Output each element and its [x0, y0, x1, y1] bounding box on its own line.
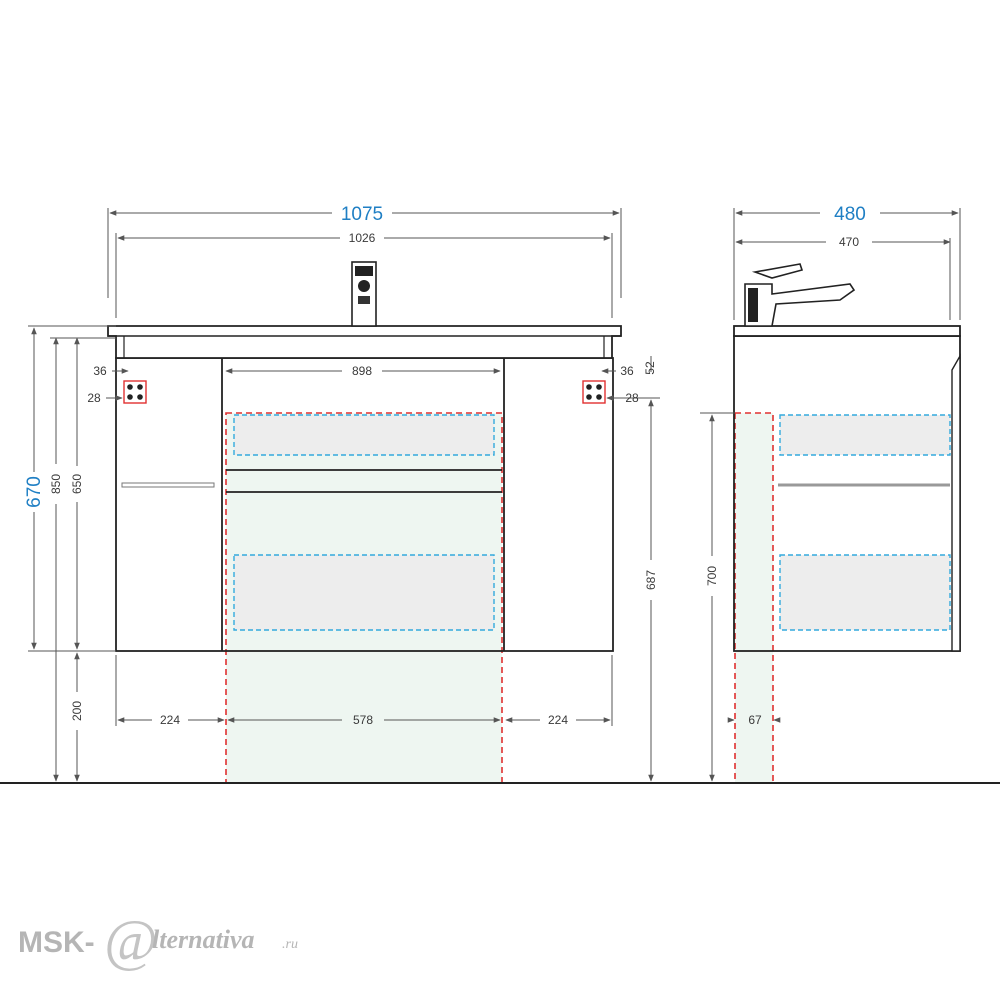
sink-countertop-front — [107, 325, 622, 359]
label-bottom-right: 224 — [548, 713, 568, 727]
label-height-850: 850 — [49, 474, 63, 494]
countertop-side — [733, 325, 961, 337]
faucet-front-icon — [351, 261, 377, 327]
label-top-depth: 470 — [839, 235, 859, 249]
side-drawer-bottom — [779, 554, 951, 631]
svg-text:MSK-: MSK- — [18, 926, 95, 959]
label-bottom-left: 224 — [160, 713, 180, 727]
label-overall-depth: 480 — [834, 204, 866, 225]
side-drawer-top — [779, 414, 951, 456]
label-right-small: 28 — [625, 391, 639, 405]
label-height-700: 700 — [705, 566, 719, 586]
label-inner-width: 898 — [352, 364, 372, 378]
label-pipe-width: 67 — [748, 713, 762, 727]
label-top-width: 1026 — [349, 231, 376, 245]
svg-text:@: @ — [104, 908, 157, 973]
label-height-200: 200 — [70, 701, 84, 721]
inner-drawer-top — [233, 414, 495, 456]
svg-text:lternativa: lternativa — [152, 925, 255, 954]
front-dimensions — [28, 208, 660, 782]
inner-drawer-bottom — [233, 554, 495, 631]
faucet-side-icon — [744, 263, 856, 327]
label-left-offset: 36 — [93, 364, 107, 378]
door-handle — [121, 482, 215, 488]
label-bottom-middle: 578 — [353, 713, 373, 727]
front-view — [107, 261, 622, 784]
label-total-height: 670 — [24, 476, 45, 508]
label-left-small: 28 — [87, 391, 101, 405]
label-right-offset: 36 — [620, 364, 634, 378]
side-view — [733, 263, 961, 784]
label-height-687: 687 — [644, 570, 658, 590]
watermark-logo: MSK- @ lternativa .ru — [18, 908, 298, 973]
side-door-edge — [951, 353, 961, 652]
pipe-zone-side — [734, 412, 774, 784]
bracket-left-icon — [123, 380, 147, 404]
label-top-gap: 52 — [643, 361, 657, 375]
label-height-650: 650 — [70, 474, 84, 494]
svg-text:.ru: .ru — [282, 937, 298, 952]
label-overall-width: 1075 — [341, 204, 383, 225]
side-dimensions — [700, 208, 961, 782]
bracket-right-icon — [582, 380, 606, 404]
